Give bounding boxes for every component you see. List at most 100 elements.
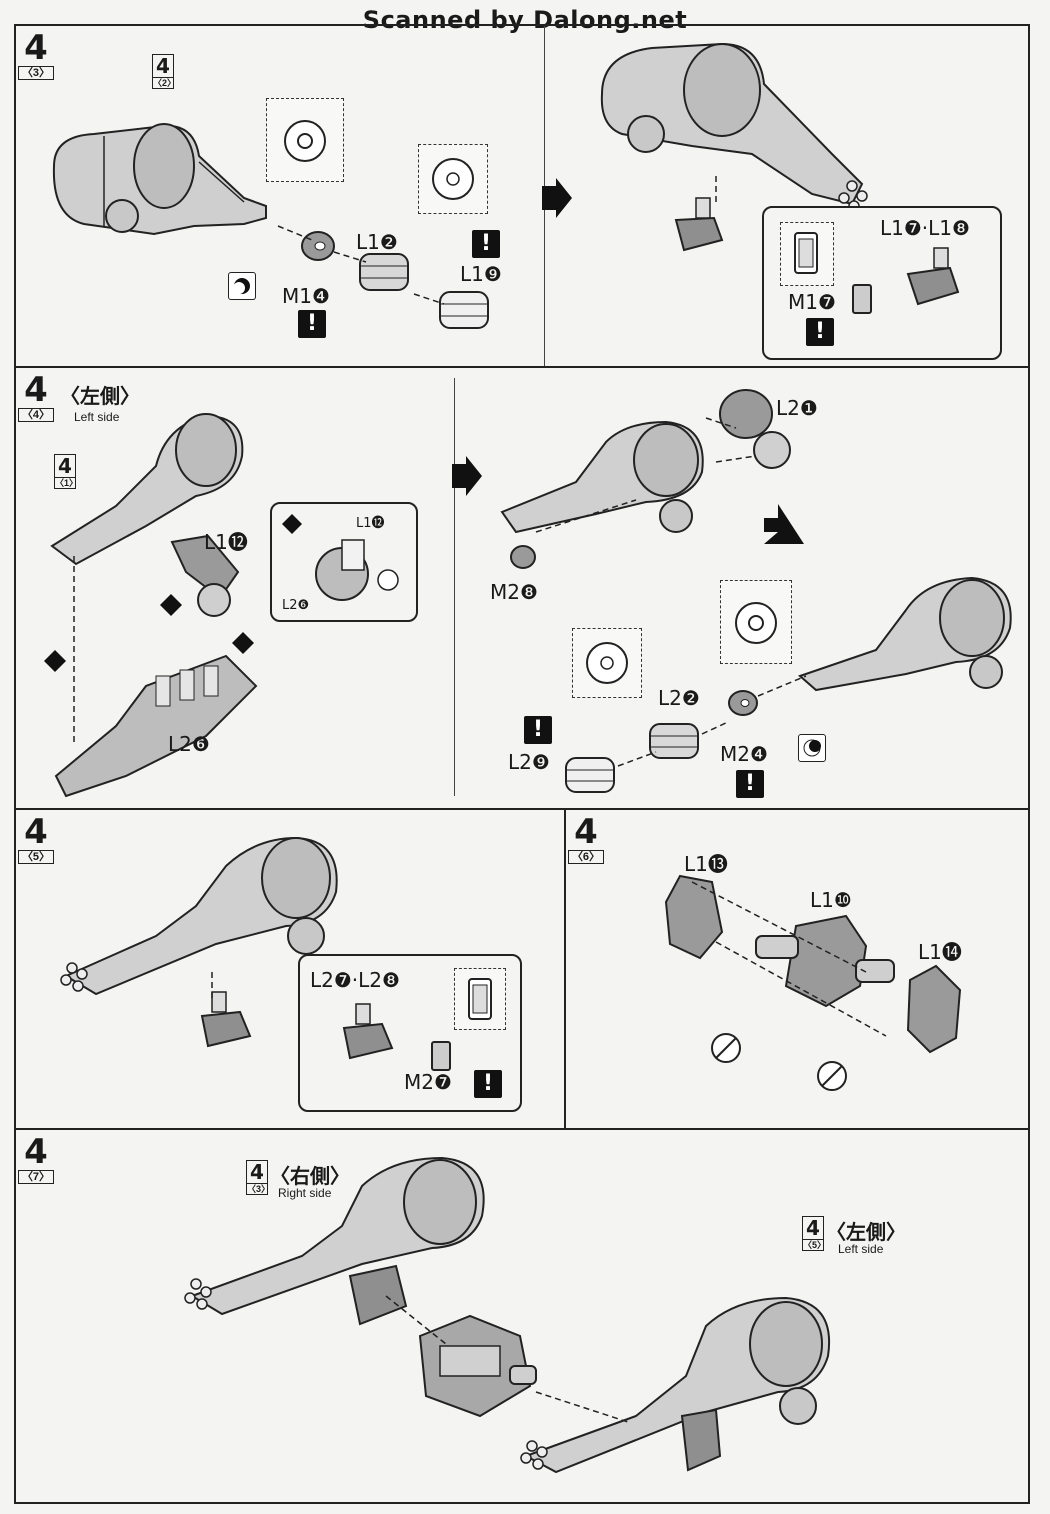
no-glue-icon <box>711 1033 741 1063</box>
side-label-en: Left side <box>74 410 120 424</box>
part-label: L1❿ <box>810 888 852 912</box>
side-label-en: Right side <box>278 1186 332 1200</box>
detail-box-barrel-end <box>572 628 642 698</box>
cap-part-m2-8 <box>510 545 536 569</box>
callout-step-2-icon <box>160 594 182 616</box>
divider-col-row2 <box>454 378 455 796</box>
barrel-cluster-l2-2 <box>649 723 699 759</box>
grip-part <box>200 991 252 1048</box>
gatling-right-final <box>184 1156 485 1316</box>
gatling-body-left-open <box>50 413 244 566</box>
next-step-arrow-icon <box>542 178 572 218</box>
gatling-body-left-complete <box>60 836 338 996</box>
side-cover-l2-1 <box>719 389 791 469</box>
step-substep: 〈3〉 <box>18 66 54 80</box>
part-label: M2❹ <box>720 742 768 766</box>
caution-icon: ! <box>524 716 552 744</box>
caution-icon: ! <box>472 230 500 258</box>
step-reference: 4 〈3〉 <box>246 1160 271 1195</box>
step-reference: 4 〈1〉 <box>54 454 78 489</box>
step-badge: 4 〈4〉 <box>18 370 54 422</box>
step-substep: 〈5〉 <box>18 850 54 864</box>
step-number: 4 <box>24 370 48 410</box>
caution-icon: ! <box>806 318 834 346</box>
callout-step-3-icon <box>44 650 66 672</box>
part-label: L1❷ <box>356 230 398 254</box>
sticker-detail-box <box>780 222 834 286</box>
gatling-body-right <box>52 123 267 236</box>
marking-sticker-icon <box>798 734 826 762</box>
part-label: L2❼·L2❽ <box>310 968 400 992</box>
divider-col-row3 <box>564 808 566 1130</box>
step-number: 4 <box>24 28 48 68</box>
sticker-part <box>431 1041 451 1071</box>
callout-step-2-icon <box>282 514 302 534</box>
barrel-cluster-l2-9 <box>565 757 615 793</box>
sticker-part <box>852 284 872 314</box>
gatling-body-left-assembled <box>500 420 704 534</box>
grip-part <box>680 1408 722 1472</box>
next-step-arrow-icon <box>764 504 804 544</box>
part-label: L1❾ <box>460 262 502 286</box>
reference-substep: 〈2〉 <box>152 78 177 89</box>
assembly-guide-lines <box>73 176 887 1423</box>
part-label: L1⓬ <box>204 530 248 554</box>
gatling-body-right-assembled <box>600 42 868 212</box>
part-label: M2❽ <box>490 580 538 604</box>
reference-number: 4 <box>802 1216 824 1240</box>
inset-hinge-detail: L1⓬ L2❻ <box>270 502 418 622</box>
step-number: 4 <box>574 812 598 852</box>
part-label: L2❾ <box>508 750 550 774</box>
hinge-detail-art <box>315 539 399 601</box>
part-label: L2❷ <box>658 686 700 710</box>
cap-part-m2-4 <box>728 690 758 716</box>
cap-detail-icon <box>284 120 326 162</box>
reference-number: 4 <box>54 454 76 478</box>
side-label-jp: 〈右側〉 <box>270 1164 350 1188</box>
step-substep: 〈4〉 <box>18 408 54 422</box>
gatling-left-final <box>520 1296 831 1474</box>
part-label: M2❼ <box>404 1070 452 1094</box>
grip-part <box>342 1003 394 1060</box>
step-substep: 〈7〉 <box>18 1170 54 1184</box>
gatling-body-left-final <box>798 576 1012 692</box>
grip-part <box>674 197 724 252</box>
divider-row1 <box>16 366 1028 368</box>
part-label: M1❹ <box>282 284 330 308</box>
part-label: L2❻ <box>168 732 210 756</box>
part-label: L1❼·L1❽ <box>880 216 970 240</box>
shoulder-cover-l1-13 <box>664 874 724 960</box>
caution-icon: ! <box>736 770 764 798</box>
reference-number: 4 <box>152 54 174 78</box>
part-label: L2❻ <box>282 598 310 613</box>
reference-substep: 〈3〉 <box>246 1184 271 1195</box>
shell-part-l1-12 <box>170 534 240 617</box>
step-badge: 4 〈3〉 <box>18 28 54 80</box>
joint-part-l1-10 <box>755 914 895 1008</box>
step-substep: 〈6〉 <box>568 850 604 864</box>
barrel-cluster-l1-2 <box>359 253 409 291</box>
inset-sticker-step: L1❼·L1❽ M1❼ ! <box>762 206 1002 360</box>
step-number: 4 <box>24 1132 48 1172</box>
caution-icon: ! <box>474 1070 502 1098</box>
part-label: L1⓭ <box>684 852 728 876</box>
barrel-end-detail-icon <box>432 158 474 200</box>
reference-substep: 〈5〉 <box>802 1240 827 1251</box>
step-badge: 4 〈6〉 <box>568 812 604 864</box>
instruction-sheet: 4 〈3〉 4 〈2〉 L1❷ L1❾ M1❹ ! ! <box>14 24 1030 1504</box>
step-badge: 4 〈5〉 <box>18 812 54 864</box>
part-label: L2❶ <box>776 396 818 420</box>
part-label: L1⓮ <box>918 940 962 964</box>
grip-part <box>906 247 960 306</box>
grip-part <box>348 1264 408 1326</box>
watermark: Scanned by Dalong.net <box>362 6 688 34</box>
marking-sticker-icon <box>228 272 256 300</box>
no-glue-icon <box>817 1061 847 1091</box>
callout-step-1-icon <box>232 632 254 654</box>
sticker-detail-icon <box>468 978 492 1020</box>
shoulder-cover-l1-14 <box>906 964 962 1054</box>
step-number: 4 <box>24 812 48 852</box>
part-label: L1⓬ <box>356 516 385 531</box>
divider-row3 <box>16 1128 1028 1130</box>
detail-box-cap <box>720 580 792 664</box>
